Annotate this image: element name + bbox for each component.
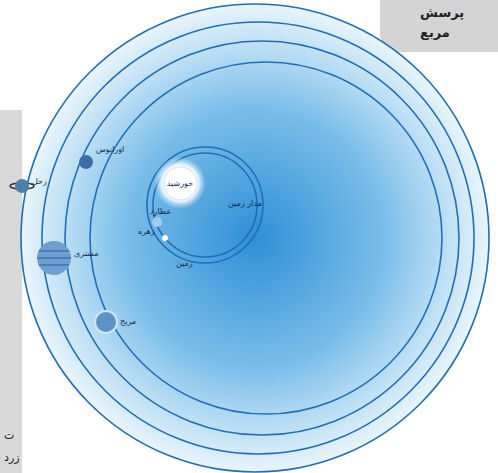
sun-name: خورشید xyxy=(167,179,193,188)
planet-label: مدار زمین xyxy=(228,200,262,209)
planet-label: اورانوس xyxy=(96,146,124,155)
planet-label: زحل xyxy=(32,178,47,187)
inner-orbits xyxy=(147,147,263,263)
sun-circle: خورشید xyxy=(163,166,198,201)
planet-label: زمین xyxy=(176,260,193,269)
planet-label: مشتری xyxy=(74,250,99,259)
tab-heading: مربع xyxy=(420,26,450,40)
corner-tab xyxy=(380,0,498,52)
side-text: ت xyxy=(4,430,14,442)
planets xyxy=(10,155,168,333)
side-panel xyxy=(0,110,22,473)
planet-label: عطارد xyxy=(150,208,171,217)
planet-label: مریخ xyxy=(120,318,136,327)
space-disc xyxy=(21,4,489,472)
side-text: زرد xyxy=(4,452,20,464)
outer-orbits xyxy=(21,4,489,472)
tab-heading: پرسش xyxy=(420,6,464,20)
planet-label: زهره xyxy=(138,228,155,237)
sun-glow xyxy=(154,157,206,209)
